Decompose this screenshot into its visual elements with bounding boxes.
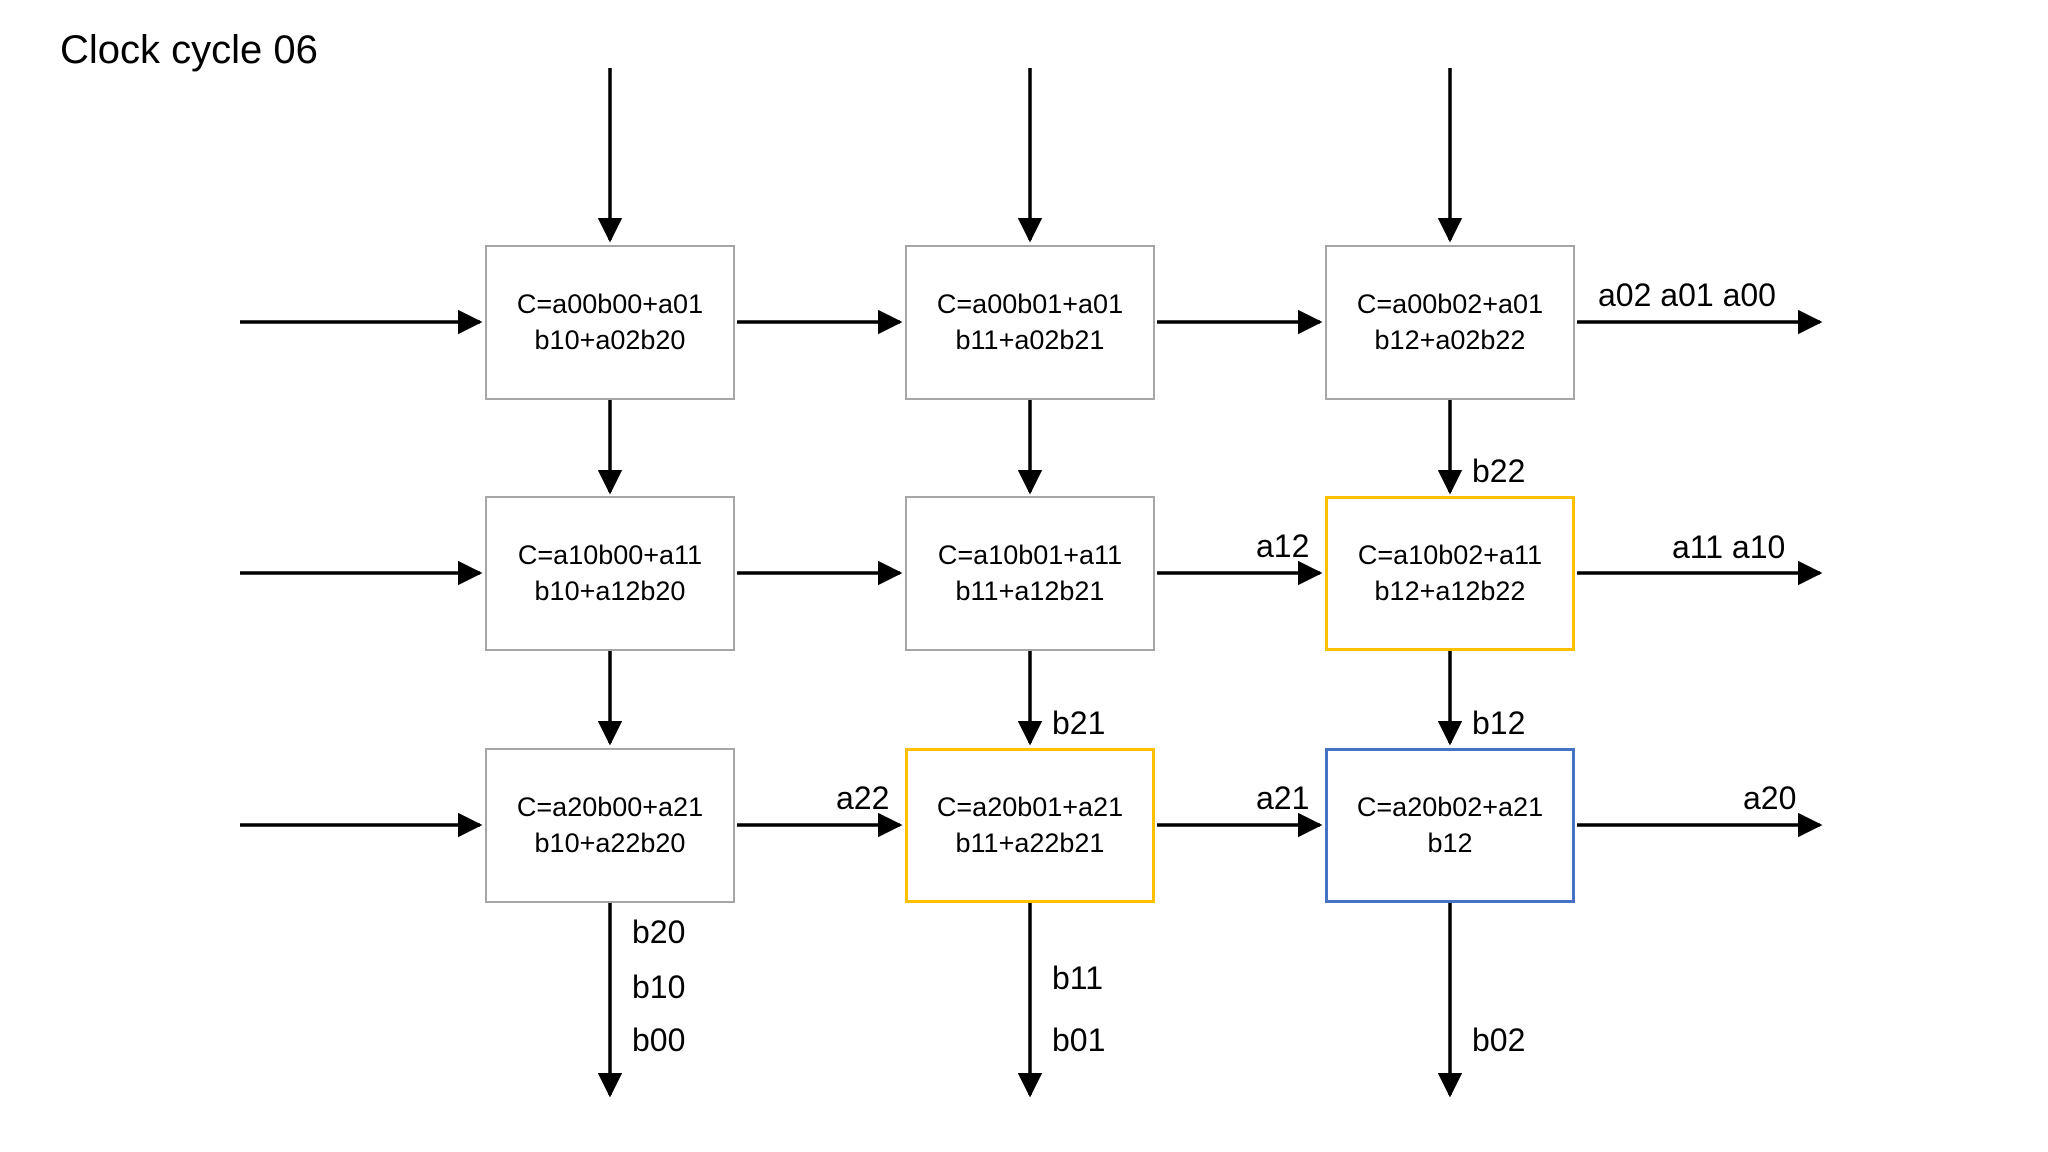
pe-formula-line1: C=a10b00+a11 bbox=[517, 540, 703, 571]
flow-label-a12-input: a12 bbox=[1256, 528, 1310, 564]
pe-formula-line2: b10+a02b20 bbox=[534, 324, 686, 355]
pe-formula-line2: b10+a12b20 bbox=[534, 575, 686, 606]
flow-label-a21-input: a21 bbox=[1256, 780, 1310, 816]
flow-label-b02-output: b02 bbox=[1472, 1022, 1526, 1058]
flow-label-b11-output: b11 bbox=[1052, 960, 1104, 996]
pe-formula-line1: C=a10b02+a11 bbox=[1357, 540, 1543, 571]
pe-formula-line1: C=a20b02+a21 bbox=[1356, 792, 1544, 823]
pe-formula-line1: C=a20b01+a21 bbox=[936, 792, 1124, 823]
flow-label-b10-output: b10 bbox=[632, 969, 686, 1005]
flow-label-b20-output: b20 bbox=[632, 914, 686, 950]
pe-cell-2-2[interactable]: C=a20b02+a21 b12 bbox=[1325, 748, 1575, 903]
pe-formula-line1: C=a00b01+a01 bbox=[936, 289, 1124, 320]
flow-label-row0-output: a02 a01 a00 bbox=[1598, 277, 1776, 313]
pe-cell-0-2[interactable]: C=a00b02+a01 b12+a02b22 bbox=[1325, 245, 1575, 400]
pe-formula-line1: C=a00b02+a01 bbox=[1356, 289, 1544, 320]
pe-cell-2-1[interactable]: C=a20b01+a21 b11+a22b21 bbox=[905, 748, 1155, 903]
flow-label-a22-input: a22 bbox=[836, 780, 890, 816]
flow-label-row2-output: a20 bbox=[1743, 780, 1797, 816]
pe-cell-2-0[interactable]: C=a20b00+a21 b10+a22b20 bbox=[485, 748, 735, 903]
flow-label-b21-input: b21 bbox=[1052, 705, 1106, 741]
pe-cell-1-1[interactable]: C=a10b01+a11 b11+a12b21 bbox=[905, 496, 1155, 651]
pe-formula-line2: b10+a22b20 bbox=[534, 827, 686, 858]
flow-label-b01-output: b01 bbox=[1052, 1022, 1106, 1058]
flow-label-row1-output: a11 a10 bbox=[1672, 529, 1786, 565]
pe-formula-line2: b11+a12b21 bbox=[955, 575, 1105, 606]
pe-cell-0-1[interactable]: C=a00b01+a01 b11+a02b21 bbox=[905, 245, 1155, 400]
page-title: Clock cycle 06 bbox=[60, 28, 318, 72]
pe-formula-line1: C=a00b00+a01 bbox=[516, 289, 704, 320]
pe-formula-line2: b12+a12b22 bbox=[1374, 575, 1526, 606]
flow-label-b00-output: b00 bbox=[632, 1022, 686, 1058]
pe-cell-1-0[interactable]: C=a10b00+a11 b10+a12b20 bbox=[485, 496, 735, 651]
pe-formula-line2: b12+a02b22 bbox=[1374, 324, 1526, 355]
pe-formula-line2: b11+a22b21 bbox=[955, 827, 1105, 858]
pe-formula-line2: b11+a02b21 bbox=[955, 324, 1105, 355]
pe-cell-0-0[interactable]: C=a00b00+a01 b10+a02b20 bbox=[485, 245, 735, 400]
pe-cell-1-2[interactable]: C=a10b02+a11 b12+a12b22 bbox=[1325, 496, 1575, 651]
pe-formula-line1: C=a20b00+a21 bbox=[516, 792, 704, 823]
pe-formula-line2: b12 bbox=[1427, 827, 1473, 858]
flow-label-b12-input: b12 bbox=[1472, 705, 1526, 741]
pe-formula-line1: C=a10b01+a11 bbox=[937, 540, 1123, 571]
flow-label-b22-input: b22 bbox=[1472, 453, 1526, 489]
